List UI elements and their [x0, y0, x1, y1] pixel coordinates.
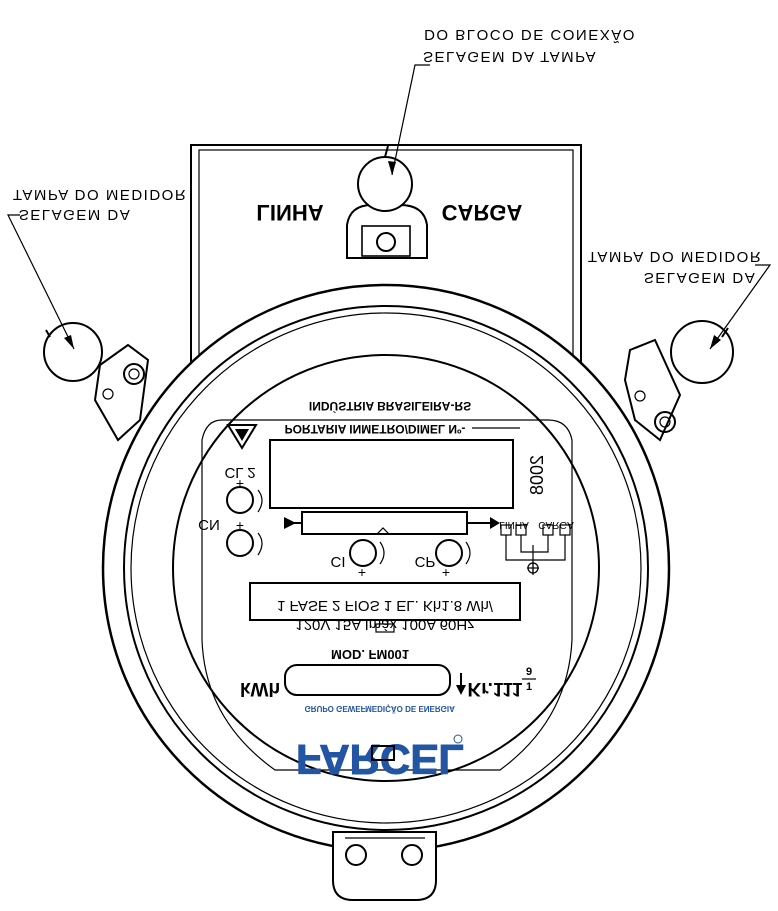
svg-text:CL 2: CL 2: [224, 464, 255, 481]
kr-fraction-bottom: 1: [526, 681, 532, 693]
svg-text:DO BLOCO DE CONEXÃO: DO BLOCO DE CONEXÃO: [424, 26, 636, 43]
kr-fraction-top: 9: [526, 666, 532, 678]
top-seal-assembly: [346, 145, 428, 259]
svg-text:CI: CI: [331, 553, 346, 570]
svg-text:CN: CN: [198, 516, 220, 533]
manufacturer-text: INDÚSTRIA BRASILEIRA-RS: [309, 399, 471, 414]
wiring-diagram: LINHA CARGA: [499, 519, 574, 575]
top-seal-icon: [357, 156, 413, 212]
svg-text:CARGA: CARGA: [442, 200, 523, 225]
svg-text:kWh: kWh: [240, 678, 280, 699]
svg-text:MOD. FM001: MOD. FM001: [331, 647, 409, 662]
led-ci: [349, 539, 377, 567]
spec-tab: [375, 623, 395, 633]
cl2-label: CL 2: [224, 464, 255, 481]
callout-right: TAMPA DO MEDIDOR SELAGEM DA: [588, 248, 762, 286]
brand-tagline: GRUPO GEWEF MEDIÇÃO DE ENERGIA: [305, 704, 456, 713]
portaria-text: PORTARIA INMETRO/DIMEL Nº-: [285, 422, 466, 436]
kwh-counter-window: [284, 664, 451, 696]
bottom-hanger: [332, 831, 437, 901]
ci-label: CI: [331, 553, 346, 570]
svg-text:LINHA: LINHA: [256, 200, 323, 225]
terminal-label-linha: LINHA: [256, 200, 323, 225]
svg-text:2008: 2008: [527, 455, 547, 495]
svg-text:SELAGEM DA TAMPA: SELAGEM DA TAMPA: [423, 48, 597, 65]
terminal-label-carga: CARGA: [442, 200, 523, 225]
registered-mark-icon: [453, 734, 463, 744]
bottom-tab: [371, 745, 395, 761]
svg-text:CARGA: CARGA: [538, 519, 574, 530]
model-text: MOD. FM001: [331, 647, 409, 662]
svg-text:1 FASE 2 FIOS 1 EL. Kh1.8 W: 1 FASE 2 FIOS 1 EL. Kh1.8 Wh/: [277, 597, 494, 614]
face-plate: [201, 419, 573, 771]
kwh-label: kWh: [240, 678, 280, 699]
spec-box: [249, 582, 521, 621]
led-cn: [226, 529, 254, 557]
right-seal-icon: [670, 320, 734, 384]
right-seal-assembly: [623, 320, 734, 442]
kr-text: Kr.111: [468, 678, 523, 699]
svg-text:SELAGEM DA: SELAGEM DA: [19, 206, 132, 223]
left-seal-icon: [43, 322, 103, 382]
spec-line1: 1 FASE 2 FIOS 1 EL. Kh1.8 Wh/: [277, 597, 494, 614]
svg-text:TAMPA DO MEDIDOR: TAMPA DO MEDIDOR: [588, 248, 762, 265]
callout-left: TAMPA DO MEDIDOR SELAGEM DA: [13, 186, 187, 223]
svg-text:TAMPA DO MEDIDOR: TAMPA DO MEDIDOR: [13, 186, 187, 203]
year-text: 2008: [527, 455, 547, 495]
svg-text:MEDIÇÃO DE ENERGIA: MEDIÇÃO DE ENERGIA: [365, 704, 455, 713]
svg-text:GRUPO GEWEF: GRUPO GEWEF: [305, 704, 366, 713]
led-cl2: [226, 486, 254, 514]
recycle-icon: [226, 424, 258, 450]
led-cn-plus: +: [236, 517, 244, 533]
led-cp-plus: +: [442, 564, 450, 580]
pulse-arrow-bar: [284, 511, 500, 535]
inner-ring-2: [130, 312, 642, 824]
inner-ring-3: [172, 354, 600, 782]
led-cp: [435, 539, 463, 567]
left-seal-assembly: [43, 322, 150, 442]
cn-label: CN: [198, 516, 220, 533]
inner-ring-1: [123, 305, 649, 831]
callout-leaders: [7, 64, 772, 350]
svg-text:Kr.111: Kr.111: [468, 678, 523, 699]
register-window: [269, 439, 514, 509]
led-ci-plus: +: [358, 564, 366, 580]
callout-top: DO BLOCO DE CONEXÃO SELAGEM DA TAMPA: [423, 26, 636, 65]
svg-text:CP: CP: [415, 553, 436, 570]
cp-label: CP: [415, 553, 436, 570]
svg-text:PORTARIA INMETRO/DIMEL Nº-: PORTARIA INMETRO/DIMEL Nº-: [285, 422, 466, 436]
svg-text:LINHA: LINHA: [499, 519, 529, 530]
svg-text:INDÚSTRIA BRASILEIRA-RS: INDÚSTRIA BRASILEIRA-RS: [309, 399, 471, 414]
led-cl2-plus: +: [236, 475, 244, 491]
svg-text:SELAGEM DA: SELAGEM DA: [644, 269, 757, 286]
